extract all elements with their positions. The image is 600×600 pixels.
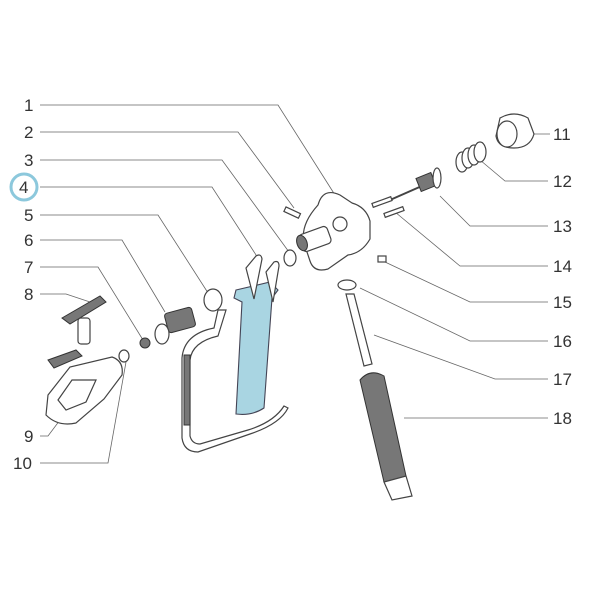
filter-part [154,306,196,345]
callout-15: 15 [553,293,572,312]
callout-17: 17 [553,370,572,389]
callout-3: 3 [24,151,33,170]
tip-guard-part [45,349,123,425]
tip-part [61,295,107,345]
cap-part [495,113,535,149]
callout-4: 4 [19,178,28,197]
callout-18: 18 [553,409,572,428]
callout-6: 6 [24,231,33,250]
highlight-circle [9,172,39,202]
handle-part [359,372,413,501]
seal-part [118,349,130,363]
callout-11: 11 [553,125,571,144]
callout-10: 10 [13,454,32,473]
pin-part [283,206,302,219]
callout-12: 12 [553,172,572,191]
leader-lines [40,104,550,464]
callout-8: 8 [24,285,33,304]
callout-1: 1 [24,96,33,115]
callout-13: 13 [553,217,572,236]
trigger-part [233,254,280,415]
callout-9: 9 [24,427,33,446]
spring-part [455,141,487,173]
callout-7: 7 [24,258,33,277]
callout-5: 5 [24,206,33,225]
callouts-left: 1 2 3 4 5 6 7 8 9 10 [13,96,33,473]
callout-14: 14 [553,257,572,276]
pins-part [371,195,405,219]
guard-part [181,288,289,453]
callout-2: 2 [24,123,33,142]
gasket-part [337,279,357,291]
gun-head-part [296,192,371,271]
tube-part [345,293,373,367]
washer-part [139,337,151,349]
o-ring-part [283,249,297,267]
callout-16: 16 [553,332,572,351]
callouts-right: 11 12 13 14 15 16 17 18 [553,125,572,428]
valve-part [389,167,442,201]
screw-part [377,255,387,263]
